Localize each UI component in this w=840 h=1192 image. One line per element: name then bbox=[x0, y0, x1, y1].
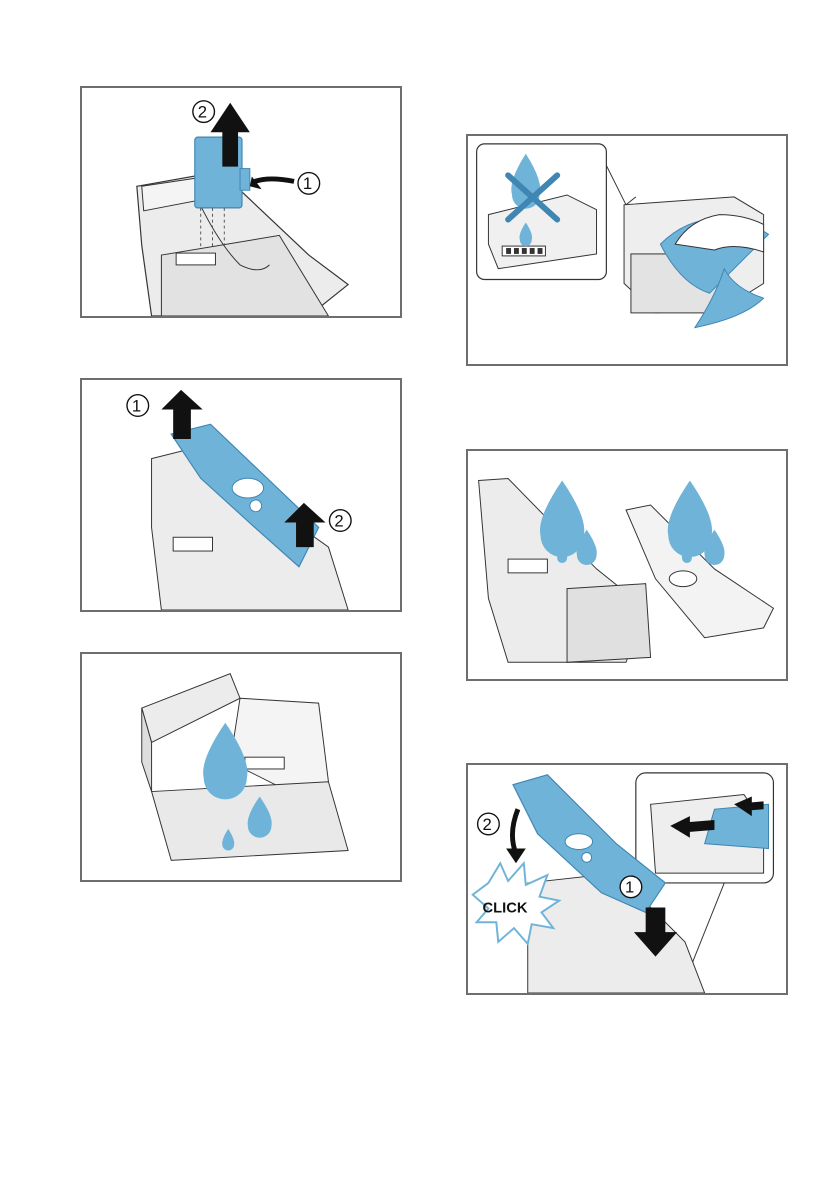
figure-lift-cover: 1 2 bbox=[80, 378, 402, 612]
svg-text:1: 1 bbox=[625, 878, 634, 897]
svg-text:1: 1 bbox=[303, 174, 312, 193]
svg-text:1: 1 bbox=[132, 396, 141, 415]
figure-remove-insert: 2 1 bbox=[80, 86, 402, 318]
figure-refit-cover: CLICK 2 1 bbox=[466, 763, 788, 995]
curved-arrow-icon bbox=[250, 176, 294, 189]
callout-1: 1 bbox=[620, 876, 642, 898]
click-label: CLICK bbox=[483, 900, 528, 916]
callout-2: 2 bbox=[193, 101, 215, 123]
callout-2: 2 bbox=[478, 813, 500, 835]
illustration-refit-cover: CLICK 2 1 bbox=[468, 765, 786, 993]
figure-rinse-parts bbox=[466, 449, 788, 681]
figure-rinse-drawer bbox=[80, 652, 402, 882]
callout-2: 2 bbox=[329, 510, 351, 532]
svg-text:2: 2 bbox=[198, 102, 207, 121]
svg-text:2: 2 bbox=[334, 511, 343, 530]
illustration-rinse-parts bbox=[468, 451, 786, 679]
callout-1: 1 bbox=[298, 173, 320, 195]
callout-1: 1 bbox=[127, 395, 149, 417]
illustration-lift-cover: 1 2 bbox=[82, 380, 400, 610]
curved-arrow-icon bbox=[506, 809, 526, 863]
illustration-rinse-drawer bbox=[82, 654, 400, 880]
illustration-remove-insert: 2 1 bbox=[82, 88, 400, 316]
svg-text:2: 2 bbox=[483, 815, 492, 834]
illustration-no-dishwasher-wipe bbox=[468, 136, 786, 364]
no-dishwasher-icon bbox=[477, 144, 607, 280]
figure-no-dishwasher-wipe bbox=[466, 134, 788, 366]
